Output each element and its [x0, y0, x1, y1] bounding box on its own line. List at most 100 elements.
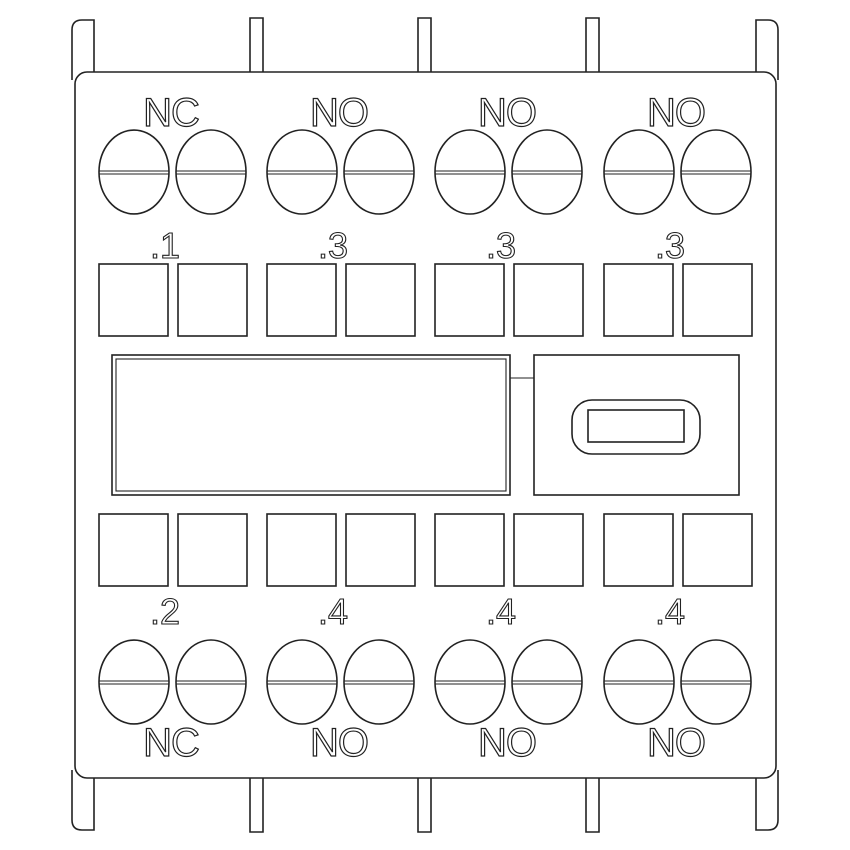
bottom-openings-3	[434, 513, 584, 587]
bottom-terminal-number: .4	[486, 591, 516, 632]
indicator-slot-inner	[587, 409, 685, 443]
bottom-contact-type-label: NO	[310, 721, 368, 765]
terminal-screw	[680, 639, 752, 725]
top-contact-type-label: NO	[478, 91, 536, 135]
terminal-screw	[98, 129, 170, 215]
bottom-terminal-number: .4	[655, 591, 685, 632]
tab-bottom-2	[417, 776, 432, 833]
screw-slot	[435, 170, 505, 175]
top-screw-pair-2	[266, 129, 415, 215]
screw-slot	[344, 170, 414, 175]
top-contact-type-label: NO	[310, 91, 368, 135]
screw-slot	[512, 170, 582, 175]
label-window-inner	[115, 358, 507, 492]
terminal-opening	[513, 263, 584, 337]
tab-bottom-left	[71, 770, 95, 831]
bottom-screw-pair-4	[603, 639, 752, 725]
bottom-terminal-number: .2	[150, 591, 180, 632]
terminal-opening	[266, 263, 337, 337]
terminal-screw	[266, 639, 338, 725]
terminal-opening	[98, 263, 169, 337]
top-mounting-tabs	[71, 17, 779, 80]
tab-top-3	[585, 17, 600, 74]
bottom-openings-1	[98, 513, 248, 587]
tab-bottom-1	[249, 776, 264, 833]
terminal-screw	[343, 129, 415, 215]
top-terminal-number: .3	[486, 225, 516, 266]
screw-slot	[99, 680, 169, 685]
terminal-opening	[682, 263, 753, 337]
tab-top-1	[249, 17, 264, 74]
bottom-screw-pair-1	[98, 639, 247, 725]
screw-slot	[176, 170, 246, 175]
terminal-screw	[98, 639, 170, 725]
screw-slot	[435, 680, 505, 685]
tab-bottom-3	[585, 776, 600, 833]
terminal-opening	[603, 263, 674, 337]
terminal-screw	[434, 129, 506, 215]
screw-slot	[267, 170, 337, 175]
terminal-opening	[434, 263, 505, 337]
bottom-screw-pair-2	[266, 639, 415, 725]
terminal-opening	[177, 263, 248, 337]
bottom-mounting-tabs	[71, 770, 779, 833]
terminal-opening	[266, 513, 337, 587]
bottom-terminal-number: .4	[318, 591, 348, 632]
tab-top-left	[71, 19, 95, 80]
terminal-opening	[98, 513, 169, 587]
top-screw-pair-1	[98, 129, 247, 215]
top-contact-type-label: NO	[647, 91, 705, 135]
top-screw-pair-4	[603, 129, 752, 215]
bottom-openings-4	[603, 513, 753, 587]
top-openings-1	[98, 263, 248, 337]
terminal-opening	[513, 513, 584, 587]
screw-slot	[681, 680, 751, 685]
terminal-screw	[266, 129, 338, 215]
terminal-screw	[511, 129, 583, 215]
terminals	[98, 129, 753, 725]
terminal-screw	[603, 639, 675, 725]
bottom-screw-pair-3	[434, 639, 583, 725]
top-openings-2	[266, 263, 416, 337]
bottom-contact-type-label: NC	[143, 721, 199, 765]
screw-slot	[604, 170, 674, 175]
bottom-contact-type-label: NO	[647, 721, 705, 765]
indicator-block	[533, 354, 740, 496]
terminal-opening	[345, 263, 416, 337]
top-terminal-number: .3	[318, 225, 348, 266]
top-screw-pair-3	[434, 129, 583, 215]
terminal-screw	[511, 639, 583, 725]
top-openings-4	[603, 263, 753, 337]
top-openings-3	[434, 263, 584, 337]
terminal-screw	[434, 639, 506, 725]
tab-top-2	[417, 17, 432, 74]
terminal-screw	[175, 129, 247, 215]
top-terminal-number: .3	[655, 225, 685, 266]
terminal-opening	[434, 513, 505, 587]
screw-slot	[99, 170, 169, 175]
terminal-screw	[603, 129, 675, 215]
terminal-screw	[343, 639, 415, 725]
tab-top-right	[755, 19, 779, 80]
top-contact-type-label: NC	[143, 91, 199, 135]
terminal-opening	[345, 513, 416, 587]
terminal-screw	[680, 129, 752, 215]
terminal-opening	[682, 513, 753, 587]
screw-slot	[512, 680, 582, 685]
screw-slot	[267, 680, 337, 685]
screw-slot	[176, 680, 246, 685]
bottom-openings-2	[266, 513, 416, 587]
screw-slot	[681, 170, 751, 175]
terminal-screw	[175, 639, 247, 725]
tab-bottom-right	[755, 770, 779, 831]
bottom-contact-type-label: NO	[478, 721, 536, 765]
top-terminal-number: .1	[150, 225, 180, 266]
label-window-outer	[111, 354, 511, 496]
terminal-opening	[603, 513, 674, 587]
terminal-opening	[177, 513, 248, 587]
screw-slot	[604, 680, 674, 685]
label-window	[111, 354, 534, 496]
screw-slot	[344, 680, 414, 685]
